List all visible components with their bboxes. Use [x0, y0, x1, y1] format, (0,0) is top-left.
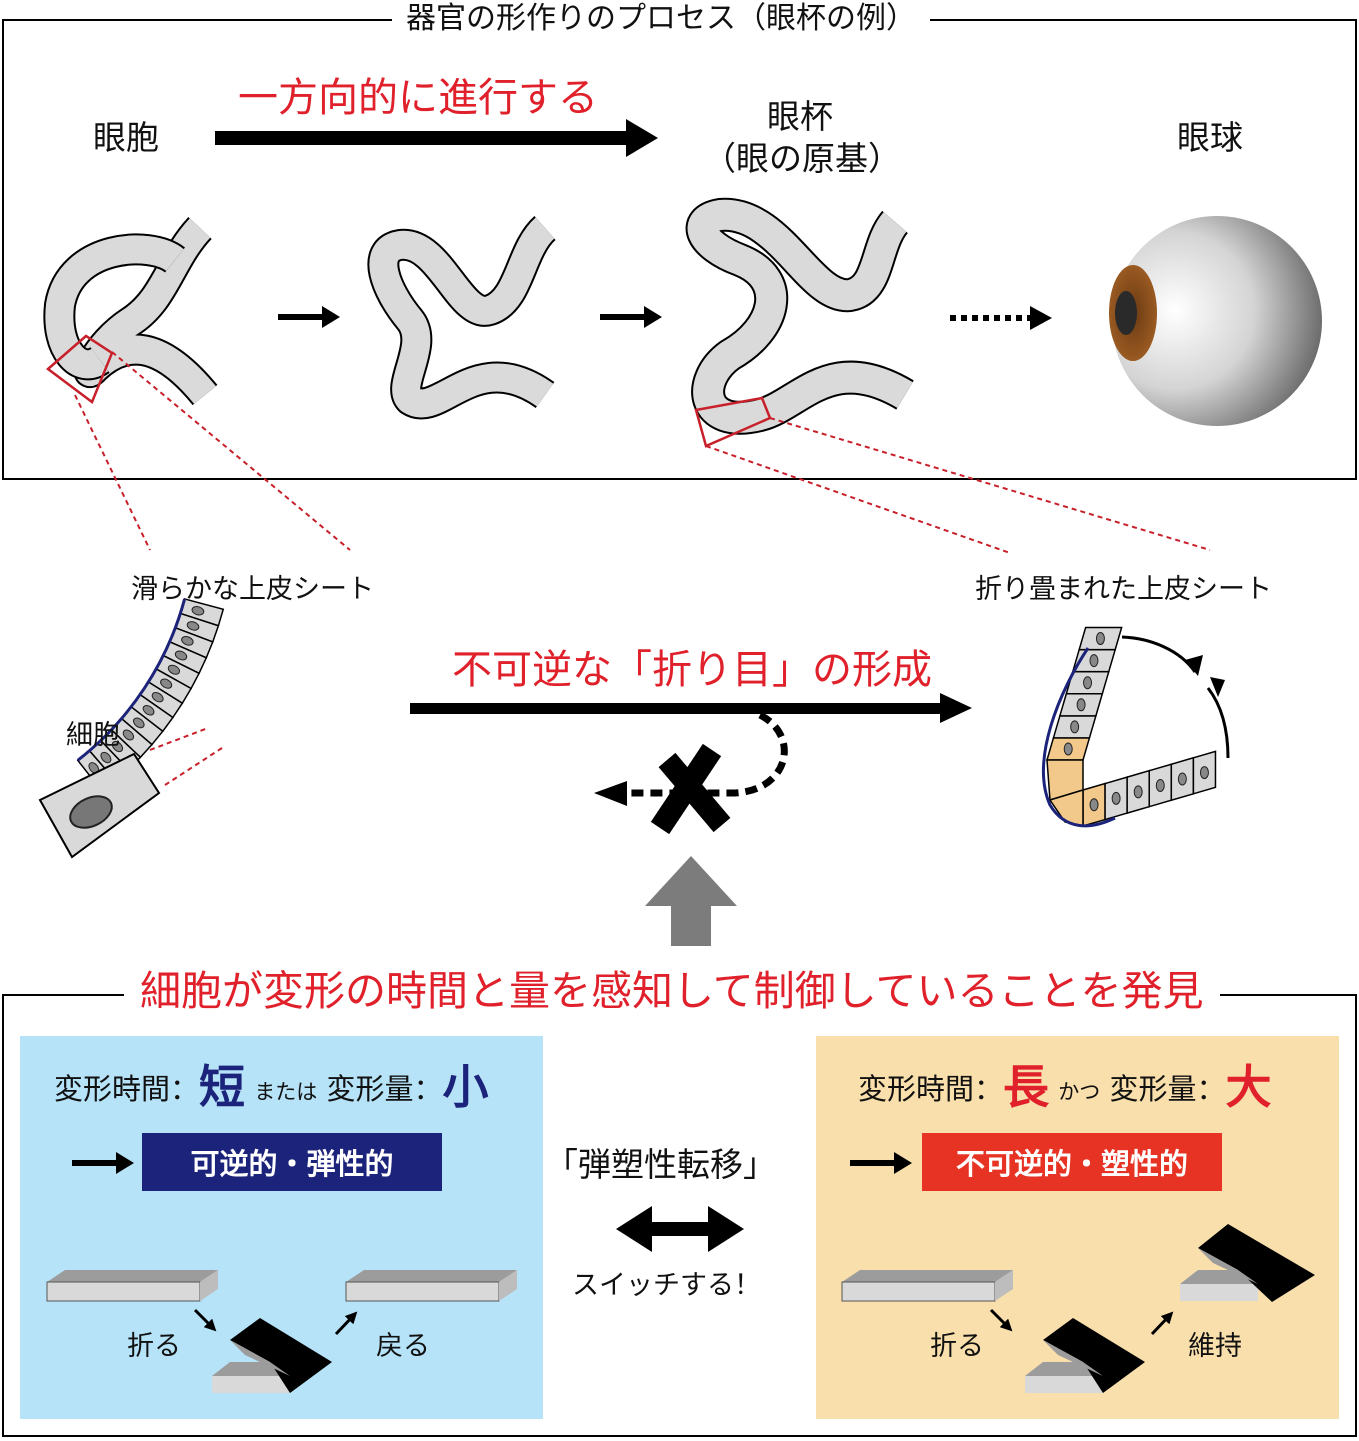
elastic-badge: 可逆的・弾性的: [142, 1133, 442, 1191]
plastic-folded-plate-2: [1180, 1224, 1315, 1302]
step-arrow-2: [600, 306, 662, 328]
one-direction-label: 一方向的に進行する: [238, 75, 598, 121]
elastic-amount-value: 小: [442, 1060, 489, 1114]
elastoplastic-transition-title: 「弾塑性転移」: [545, 1145, 776, 1184]
top-section-title: 器官の形作りのプロセス（眼杯の例）: [392, 4, 930, 34]
apical-line: [1042, 647, 1116, 828]
plastic-result-arrow: [850, 1152, 912, 1174]
cell-nucleus: [1177, 772, 1187, 786]
stage-optic-vesicle: 眼胞: [93, 118, 159, 157]
plastic-flat-plate: [841, 1270, 1013, 1302]
elastic-result-arrow: [72, 1152, 134, 1174]
cell-nucleus: [186, 621, 200, 631]
cell-nucleus: [191, 606, 205, 616]
cell-nucleus: [1083, 676, 1093, 690]
cell-nucleus: [132, 717, 145, 729]
elastic-flat-plate-2: [345, 1270, 517, 1302]
optic-vesicle-shape: [43, 217, 218, 406]
plastic-time-label: 変形時間：: [858, 1072, 1004, 1106]
rotation-arrowhead-1: [1185, 655, 1203, 676]
cell-label: 細胞: [66, 720, 120, 751]
plastic-fold-label: 折る: [930, 1331, 984, 1362]
plastic-badge: 不可逆的・塑性的: [922, 1133, 1222, 1191]
cell-nucleus: [1095, 632, 1105, 646]
rotation-arrows: [1121, 635, 1230, 759]
smooth-epithelial-sheet: [76, 598, 225, 793]
cell-nucleus: [1111, 791, 1121, 805]
plastic-amount-value: 大: [1225, 1060, 1272, 1114]
cell-nucleus: [1076, 698, 1086, 712]
reverse-arrow-head: [594, 781, 627, 806]
cell-nucleus: [1199, 766, 1209, 780]
folded-epithelial-sheet: [1042, 626, 1217, 828]
elastic-time-label: 変形時間：: [54, 1072, 200, 1106]
single-cell-illustration: [38, 752, 161, 859]
cell-nucleus: [1089, 654, 1099, 668]
cell-nucleus: [1089, 798, 1099, 812]
eyeball-illustration: [1109, 216, 1322, 426]
cell-zoom-lines: [149, 727, 223, 786]
elastic-fold-label: 折る: [127, 1331, 181, 1362]
intermediate-shape: [367, 216, 557, 420]
plastic-folded-plate-1: [1025, 1318, 1145, 1393]
elastic-folded-plate: [212, 1318, 332, 1393]
crease-arrow: [410, 693, 972, 723]
double-headed-arrow: [616, 1206, 744, 1252]
plastic-condition: 変形時間：長 かつ 変形量：大: [858, 1064, 1271, 1110]
plastic-joiner: かつ: [1058, 1080, 1101, 1104]
cell-nucleus: [151, 691, 164, 703]
one-direction-arrow: [215, 119, 658, 157]
switch-label: スイッチする！: [572, 1270, 761, 1301]
plastic-time-value: 長: [1003, 1060, 1050, 1114]
step-arrow-1: [278, 306, 340, 328]
cell-nucleus: [122, 729, 135, 741]
optic-cup-shape: [685, 197, 914, 435]
elastic-return-label: 戻る: [376, 1331, 430, 1362]
elastic-time-value: 短: [199, 1060, 246, 1114]
stage-eyeball: 眼球: [1177, 118, 1243, 157]
reverse-dotted-arrow: [625, 711, 788, 797]
cross-mark-icon: [650, 743, 731, 835]
upward-gray-arrow: [645, 856, 737, 946]
apical-line: [76, 598, 187, 762]
smooth-sheet-label: 滑らかな上皮シート: [131, 574, 374, 605]
elastic-amount-label: 変形量：: [326, 1072, 443, 1106]
elastic-condition: 変形時間：短 または 変形量：小: [54, 1064, 488, 1110]
plastic-amount-label: 変形量：: [1109, 1072, 1226, 1106]
stage-optic-cup-note: （眼の原基）: [703, 139, 901, 178]
cell-nucleus: [167, 664, 181, 675]
rotation-arrowhead-2: [1210, 677, 1225, 697]
plastic-keep-label: 維持: [1188, 1331, 1242, 1362]
stage-optic-cup: 眼杯: [767, 97, 833, 136]
cell-nucleus: [160, 678, 173, 689]
discovery-title: 細胞が変形の時間と量を感知して制御していることを発見: [124, 971, 1220, 1012]
cell-nucleus: [1133, 785, 1143, 799]
elastic-flat-plate-1: [46, 1270, 218, 1302]
cell-nucleus: [1063, 742, 1073, 756]
diagonal-arrows: [193, 1308, 1174, 1336]
cell-nucleus: [174, 650, 188, 661]
cell-nucleus: [1155, 778, 1165, 792]
elastic-joiner: または: [254, 1080, 318, 1104]
folded-sheet-label: 折り畳まれた上皮シート: [975, 574, 1272, 605]
cell-nucleus: [142, 704, 155, 716]
cell-nucleus: [1070, 720, 1080, 734]
cell-nucleus: [111, 740, 124, 753]
dotted-step-arrow: [950, 306, 1052, 330]
cell-nucleus: [100, 751, 112, 764]
zoom-lines: [74, 351, 1211, 554]
crease-formation-label: 不可逆な「折り目」の形成: [452, 647, 932, 693]
cell-nucleus: [181, 636, 194, 646]
